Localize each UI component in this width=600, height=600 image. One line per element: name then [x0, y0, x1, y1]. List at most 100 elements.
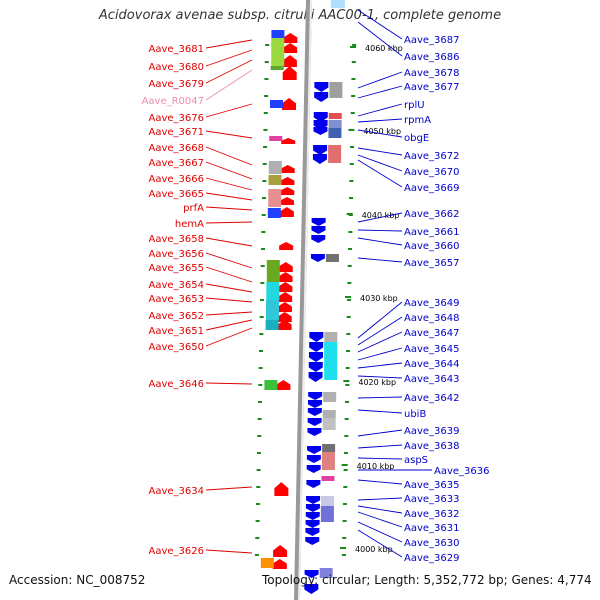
- left-leader-line: [205, 266, 253, 283]
- right-gene-label: rpmA: [404, 115, 431, 126]
- scale-label: 4020 kbp: [358, 378, 396, 387]
- forward-gene-arrow: [278, 282, 293, 292]
- right-leader-line: [357, 118, 403, 123]
- forward-gene-arrow: [280, 187, 295, 195]
- gene-color-block: [323, 392, 337, 402]
- tick-mark: [259, 316, 264, 318]
- right-leader-line: [357, 429, 403, 437]
- right-leader-line: [357, 444, 403, 449]
- tick-mark: [261, 248, 266, 250]
- reverse-gene-arrow: [305, 520, 320, 528]
- gene-color-block: [328, 145, 342, 163]
- right-gene-label: Aave_3631: [404, 523, 460, 534]
- right-leader-line: [357, 316, 403, 346]
- reverse-gene-arrow: [314, 82, 329, 92]
- reverse-gene-arrow: [307, 428, 322, 436]
- right-gene-label: Aave_3677: [404, 82, 460, 93]
- right-leader-line: [357, 375, 403, 379]
- gene-color-block: [325, 254, 339, 262]
- reverse-gene-arrow: [306, 480, 321, 488]
- right-leader-line: [357, 103, 403, 117]
- forward-gene-arrow: [277, 312, 292, 322]
- reverse-gene-arrow: [313, 145, 328, 155]
- gene-color-block: [321, 476, 335, 481]
- right-leader-line: [357, 511, 403, 528]
- right-leader-line: [357, 71, 403, 89]
- gene-color-block: [321, 452, 335, 470]
- right-gene-label: obgE: [404, 133, 429, 144]
- left-leader-line: [205, 319, 253, 331]
- forward-gene-arrow: [282, 66, 297, 80]
- scale-tick: [340, 547, 347, 549]
- right-leader-line: [357, 409, 403, 414]
- tick-mark: [343, 486, 348, 488]
- left-gene-label: Aave_3626: [149, 546, 205, 557]
- right-gene-label: Aave_3662: [404, 209, 460, 220]
- tick-mark: [264, 61, 269, 63]
- left-leader-line: [205, 549, 253, 554]
- right-gene-label: ubiB: [404, 409, 426, 420]
- right-leader-line: [357, 347, 403, 361]
- scale-label: 4040 kbp: [362, 211, 400, 220]
- left-leader-line: [205, 49, 253, 67]
- right-leader-line: [357, 529, 403, 558]
- gene-color-block: [260, 558, 274, 568]
- scale-label: 4050 kbp: [363, 127, 401, 136]
- reverse-gene-arrow: [308, 352, 323, 362]
- tick-mark: [349, 197, 354, 199]
- reverse-gene-arrow: [306, 455, 321, 463]
- gene-color-block: [268, 175, 282, 185]
- tick-mark: [343, 452, 348, 454]
- left-gene-label: Aave_3650: [149, 342, 205, 353]
- left-gene-label: prfA: [183, 203, 204, 214]
- right-leader-line: [357, 257, 403, 263]
- tick-mark: [258, 384, 263, 386]
- right-gene-label: Aave_3635: [404, 480, 460, 491]
- right-gene-label: Aave_3636: [434, 466, 490, 477]
- left-leader-line: [205, 103, 253, 118]
- tick-mark: [346, 316, 351, 318]
- tick-mark: [342, 520, 347, 522]
- genome-title: Acidovorax avenae subsp. citrulli AAC00-…: [98, 8, 502, 23]
- reverse-gene-arrow: [313, 112, 328, 122]
- right-leader-line: [357, 159, 403, 188]
- tick-mark: [259, 333, 264, 335]
- gene-color-block: [266, 260, 280, 282]
- gene-color-block: [328, 113, 342, 119]
- tick-mark: [255, 520, 260, 522]
- left-gene-label: Aave_3651: [149, 326, 205, 337]
- gene-color-block: [266, 282, 280, 300]
- tick-mark: [255, 503, 260, 505]
- forward-gene-arrow: [282, 55, 297, 67]
- tick-mark: [349, 163, 354, 165]
- left-gene-label: hemA: [175, 219, 204, 230]
- forward-gene-arrow: [278, 272, 293, 282]
- scale-label: 4000 kbp: [355, 545, 393, 554]
- right-leader-line: [357, 301, 403, 339]
- scale-tick: [350, 46, 357, 48]
- right-leader-line: [357, 331, 403, 353]
- left-gene-label: Aave_3667: [149, 158, 205, 169]
- left-leader-line: [205, 311, 253, 316]
- tick-mark: [345, 367, 350, 369]
- gene-color-block: [271, 30, 285, 38]
- scale-tick: [345, 296, 352, 298]
- right-leader-line: [357, 237, 403, 246]
- gene-color-block: [271, 38, 285, 66]
- gene-color-block: [329, 82, 343, 98]
- gene-color-block: [328, 120, 342, 128]
- tick-mark: [349, 180, 354, 182]
- tick-mark: [348, 248, 353, 250]
- left-leader-line: [205, 486, 253, 491]
- gene-color-block: [266, 300, 279, 320]
- left-leader-line: [205, 161, 253, 180]
- forward-gene-arrow: [274, 482, 289, 496]
- tick-mark: [261, 231, 266, 233]
- right-gene-label: Aave_3633: [404, 494, 460, 505]
- left-gene-label: Aave_3665: [149, 189, 205, 200]
- right-leader-line: [357, 479, 403, 485]
- right-leader-line: [357, 505, 403, 514]
- forward-gene-arrow: [283, 33, 298, 43]
- right-leader-line: [357, 85, 403, 99]
- right-leader-line: [357, 212, 403, 223]
